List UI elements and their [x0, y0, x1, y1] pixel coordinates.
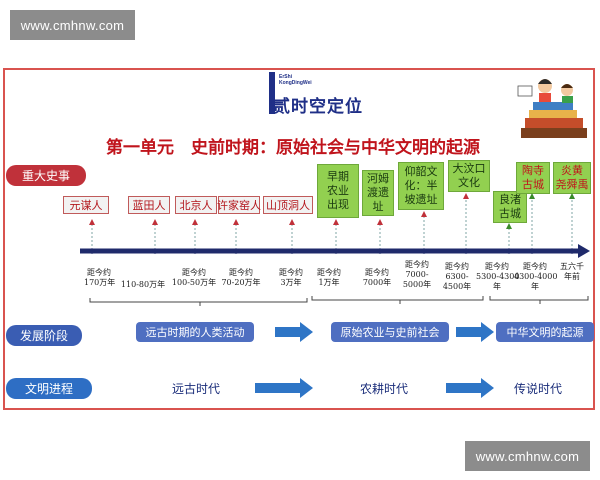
event-yangshao-label: 仰韶文 化：半 坡遗址: [404, 165, 438, 206]
stage-civilization-origin: 中华文明的起源: [496, 322, 594, 342]
event-hemudu: 河姆 渡遗 址: [362, 170, 394, 216]
era-farming: 农耕时代: [359, 381, 408, 396]
date-lantian: 110-80万年: [120, 280, 166, 289]
event-xujiayao: 许家窑人: [217, 196, 261, 214]
date-taosi: 距今约 4300-4000 年: [514, 262, 558, 291]
row-label-stages: 发展阶段: [6, 325, 82, 346]
logo-pinyin-1: ErShi: [279, 74, 293, 80]
event-yangshao: 仰韶文 化：半 坡遗址: [398, 162, 444, 210]
event-liangzhu: 良渚 古城: [493, 191, 527, 223]
event-beijing: 北京人: [175, 196, 217, 214]
row-label-progress: 文明进程: [6, 378, 92, 399]
kids-reading-books-icon: [517, 79, 587, 138]
event-yuanmou: 元谋人: [63, 196, 109, 214]
logo-bar-icon: [269, 72, 275, 114]
row-label-events: 重大史事: [6, 165, 86, 186]
stage-agriculture-society: 原始农业与史前社会: [331, 322, 449, 342]
event-hemudu-label: 河姆 渡遗 址: [367, 172, 389, 213]
watermark-bottom: www.cmhnw.com: [465, 441, 590, 471]
date-beijing: 距今约 100-50万年: [171, 268, 217, 287]
content-frame: [3, 68, 595, 410]
logo-text: 贰时空定位: [273, 97, 363, 117]
event-lantian: 蓝田人: [128, 196, 170, 214]
date-dawenkou: 距今约 6300- 4500年: [442, 262, 472, 291]
date-yangshao: 距今约 7000- 5000年: [402, 260, 432, 289]
watermark-top: www.cmhnw.com: [10, 10, 135, 40]
event-dawenkou-label: 大汶口 文化: [452, 162, 486, 189]
event-yanhuang-label: 炎黄 尧舜禹: [555, 164, 589, 191]
event-shanding: 山顶洞人: [263, 196, 313, 214]
date-early-agri: 距今约 1万年: [317, 268, 341, 287]
page-title: 第一单元 史前时期：原始社会与中华文明的起源: [106, 138, 480, 158]
date-shanding: 距今约 3万年: [279, 268, 303, 287]
stage-ancient-activities: 远古时期的人类活动: [136, 322, 254, 342]
event-dawenkou: 大汶口 文化: [448, 160, 490, 192]
event-liangzhu-label: 良渚 古城: [499, 193, 521, 220]
date-liangzhu: 距今约 5300-4300 年: [476, 262, 520, 291]
event-taosi-label: 陶寺 古城: [522, 164, 544, 191]
date-yanhuang: 五六千 年前: [560, 262, 584, 281]
date-xujiayao: 距今约 70-20万年: [221, 268, 261, 287]
date-yuanmou: 距今约 170万年: [84, 268, 116, 287]
era-remote-antiquity: 远古时代: [171, 381, 220, 396]
event-early-agriculture: 早期 农业 出现: [317, 164, 359, 218]
event-early-agriculture-label: 早期 农业 出现: [327, 170, 349, 211]
logo-pinyin-2: KongDingWei: [279, 80, 312, 86]
era-legendary: 传说时代: [513, 381, 562, 396]
date-hemudu: 距今约 7000年: [362, 268, 392, 287]
logo-block: ErShi KongDingWei 贰时空定位: [265, 72, 365, 118]
